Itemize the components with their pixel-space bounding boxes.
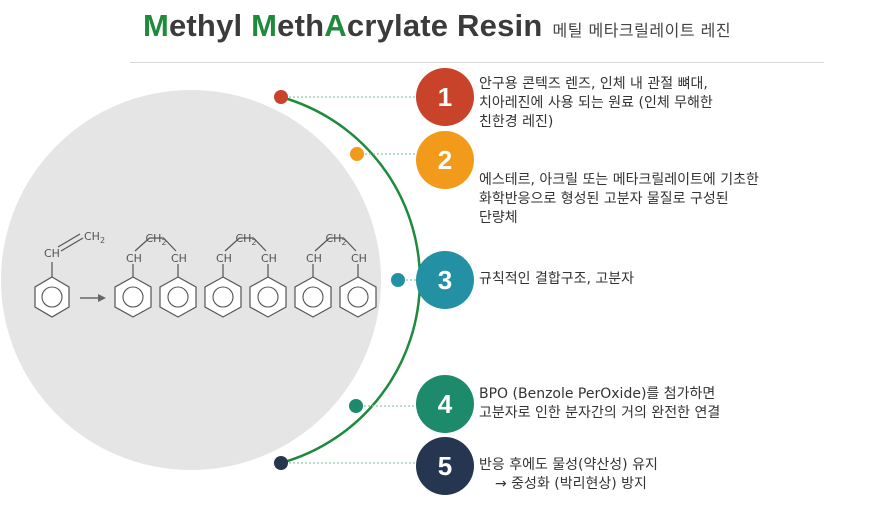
polymer-ring-inner-5 bbox=[302, 286, 324, 308]
polymer-ch2-label-1: CH2 bbox=[146, 232, 167, 247]
polymer-ch2-label-2: CH2 bbox=[236, 232, 257, 247]
arc-dot-2 bbox=[350, 147, 364, 161]
monomer-ch-label: CH bbox=[44, 247, 60, 260]
polymer-ring-inner-4 bbox=[257, 286, 279, 308]
polymer-ring-4 bbox=[249, 276, 287, 318]
polymer-ch-label-4: CH bbox=[261, 252, 277, 265]
polymer-ch-label-2: CH bbox=[171, 252, 187, 265]
arc-dots bbox=[274, 90, 405, 470]
monomer-ch2-label: CH2 bbox=[84, 230, 105, 245]
item-1-line-2: 치아레진에 사용 되는 원료 (인체 무해한 bbox=[479, 95, 713, 111]
title-korean: 메틸 메타크릴레이트 레진 bbox=[552, 21, 732, 40]
item-4-description: BPO (Benzole PerOxide)를 첨가하면 고분자로 인한 분자간… bbox=[479, 385, 720, 423]
item-3-line-1: 규칙적인 결합구조, 고분자 bbox=[479, 271, 635, 287]
item-1-line-3: 친한경 레진) bbox=[479, 114, 554, 130]
badge-4 bbox=[416, 375, 474, 433]
badge-2-number: 2 bbox=[438, 145, 452, 175]
item-2-line-3: 단량체 bbox=[479, 210, 518, 226]
title-part-ethyl: ethyl bbox=[168, 8, 252, 43]
item-4-line-1: BPO (Benzole PerOxide)를 첨가하면 bbox=[479, 386, 716, 402]
polymer-ring-2 bbox=[159, 276, 197, 318]
badge-5-number: 5 bbox=[438, 451, 452, 481]
title-letter-a: A bbox=[324, 8, 347, 43]
item-5-line-1: 반응 후에도 물성(약산성) 유지 bbox=[479, 457, 658, 473]
polymer-ch-label-5: CH bbox=[306, 252, 322, 265]
item-1-description: 안구용 콘텍즈 렌즈, 인체 내 관절 뼈대, 치아레진에 사용 되는 원료 (… bbox=[479, 75, 713, 132]
polymer-ch-label-6: CH bbox=[351, 252, 367, 265]
title-divider bbox=[130, 62, 824, 63]
polymer-ch-label-3: CH bbox=[216, 252, 232, 265]
polymer-ring-inner-6 bbox=[347, 286, 369, 308]
badge-2 bbox=[416, 131, 474, 189]
polymer-ring-6 bbox=[339, 276, 377, 318]
item-3-description: 규칙적인 결합구조, 고분자 bbox=[479, 270, 634, 289]
number-badges: 1 2 3 4 5 bbox=[416, 68, 474, 495]
connectors bbox=[281, 96, 420, 464]
polymer-ring-1 bbox=[114, 276, 152, 318]
polymer-ring-3 bbox=[204, 276, 242, 318]
polymer-ring-inner-1 bbox=[122, 286, 144, 308]
polymer-bridge-2 bbox=[224, 237, 267, 252]
title-part-crylate-resin: crylate Resin bbox=[346, 8, 543, 43]
title-letter-m1: M bbox=[142, 8, 169, 43]
arc-dot-1 bbox=[274, 90, 288, 104]
background-circle bbox=[1, 90, 381, 470]
badge-1 bbox=[416, 68, 474, 126]
item-5-description: 반응 후에도 물성(약산성) 유지 → 중성화 (박리현상) 방지 bbox=[479, 456, 658, 494]
item-1-line-1: 안구용 콘텍즈 렌즈, 인체 내 관절 뼈대, bbox=[479, 76, 708, 92]
badge-1-number: 1 bbox=[438, 82, 452, 112]
badge-3 bbox=[416, 251, 474, 309]
badge-5 bbox=[416, 437, 474, 495]
item-2-description: 에스테르, 아크릴 또는 메타크릴레이트에 기초한 화학반응으로 형성된 고분자… bbox=[479, 171, 759, 228]
arc-dot-3 bbox=[391, 273, 405, 287]
reaction-arrow-head bbox=[98, 294, 106, 302]
polymer-bridge-1 bbox=[134, 237, 177, 252]
title-part-eth: eth bbox=[277, 8, 325, 43]
item-2-line-2: 화학반응으로 형성된 고분자 물질로 구성된 bbox=[479, 191, 729, 207]
page-title: Methyl MethAcrylate Resin 메틸 메타크릴레이트 레진 bbox=[0, 8, 874, 44]
arc-dot-4 bbox=[349, 399, 363, 413]
polymer-ch2-label-3: CH2 bbox=[326, 232, 347, 247]
arc-dot-5 bbox=[274, 456, 288, 470]
monomer: CH CH2 bbox=[34, 230, 105, 318]
title-letter-m2: M bbox=[251, 8, 278, 43]
badge-3-number: 3 bbox=[438, 265, 452, 295]
polymer-ring-5 bbox=[294, 276, 332, 318]
item-5-line-2: → 중성화 (박리현상) 방지 bbox=[495, 476, 647, 492]
polymer-bridge-3 bbox=[314, 237, 357, 252]
polymer-ch-label-1: CH bbox=[126, 252, 142, 265]
title-english: Methyl MethAcrylate Resin bbox=[143, 8, 543, 43]
item-2-line-1: 에스테르, 아크릴 또는 메타크릴레이트에 기초한 bbox=[479, 172, 759, 188]
polymer-ring-inner-2 bbox=[167, 286, 189, 308]
item-4-line-2: 고분자로 인한 분자간의 거의 완전한 연결 bbox=[479, 405, 721, 421]
badge-4-number: 4 bbox=[438, 389, 453, 419]
polymer-ring-inner-3 bbox=[212, 286, 234, 308]
